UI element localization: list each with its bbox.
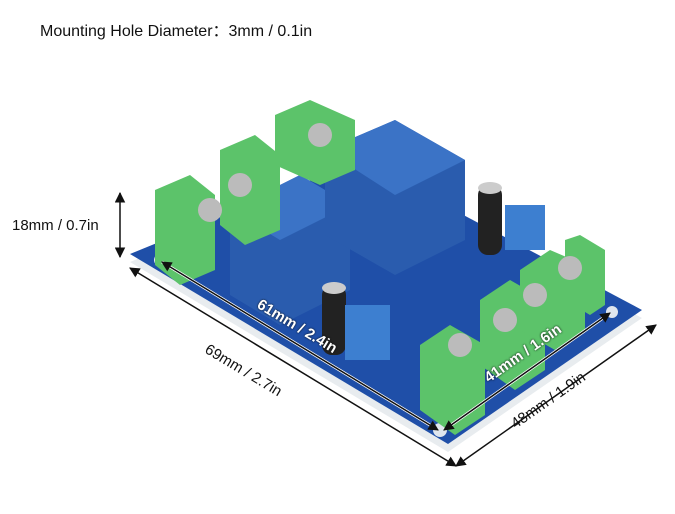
screw — [558, 256, 582, 280]
screw — [493, 308, 517, 332]
relay-2 — [325, 120, 465, 275]
screw — [228, 173, 252, 197]
screw — [448, 333, 472, 357]
capacitor-1 — [478, 182, 502, 255]
screw — [308, 123, 332, 147]
height-label: 18mm / 0.7in — [12, 217, 99, 234]
hole-spacing-length-line — [161, 261, 439, 431]
potentiometer-1 — [345, 305, 390, 360]
screw — [523, 283, 547, 307]
terminal-block-left — [155, 100, 355, 285]
screw — [198, 198, 222, 222]
potentiometer-2 — [505, 205, 545, 250]
hole-spacing-width-line — [443, 312, 611, 431]
mounting-hole-caption: Mounting Hole Diameter：3mm / 0.1in — [40, 23, 313, 40]
